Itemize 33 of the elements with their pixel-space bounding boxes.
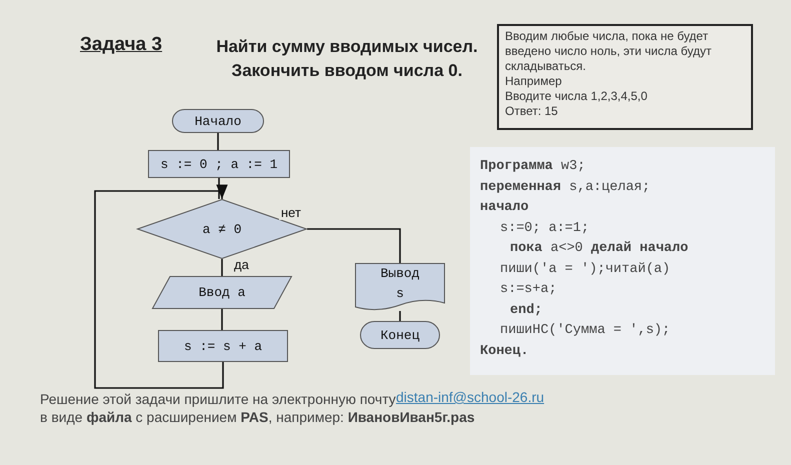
connector-line <box>218 178 220 199</box>
node-label: s := 0 ; a := 1 <box>160 156 278 172</box>
node-label: Вывод s <box>379 265 420 303</box>
description-text: Например <box>505 74 562 89</box>
instruction-text: в виде файла с расширением PAS, например: ИвановИван5г.pas <box>40 409 475 425</box>
arrow <box>94 184 228 389</box>
connector-line <box>217 133 219 150</box>
description-text: Ответ: 15 <box>505 104 558 119</box>
description-text: Вводим любые числа, пока не будет введено число ноль, эти числа будут складываться. <box>505 29 712 74</box>
node-label: Ввод a <box>198 285 246 300</box>
code-line: Конец. <box>480 342 529 360</box>
description-text: Вводите числа 1,2,3,4,5,0 <box>505 89 648 104</box>
code-line: s:=s+a; <box>499 281 557 299</box>
code-line: Программа w3; <box>480 158 586 176</box>
code-line: переменная s,a:целая; <box>480 178 650 196</box>
node-label: a ≠ 0 <box>202 222 242 236</box>
node-label: Начало <box>194 114 242 128</box>
code-line: пока a<>0 делай начало <box>509 240 688 258</box>
code-line: пишиНС('Сумма = ',s); <box>499 322 670 340</box>
code-line: пиши('a = ');читай(a) <box>499 260 670 278</box>
code-line: начало <box>480 199 529 217</box>
code-line: end; <box>509 302 542 320</box>
email-link: distan-inf@school-26.ru <box>396 389 544 405</box>
connector-line <box>307 228 401 263</box>
connector-line <box>399 311 401 321</box>
task-title: Задача 3 <box>80 34 162 56</box>
node-label: Конец <box>380 328 420 342</box>
instruction-text: Решение этой задачи пришлите на электронную почту <box>40 391 396 407</box>
node-label: s := s + a <box>184 338 262 354</box>
connector-line <box>221 259 223 276</box>
task-heading: Найти сумму вводимых чисел. Закончить вводом числа 0. <box>215 36 479 82</box>
code-line: s:=0; a:=1; <box>499 220 590 238</box>
connector-line <box>221 309 223 330</box>
